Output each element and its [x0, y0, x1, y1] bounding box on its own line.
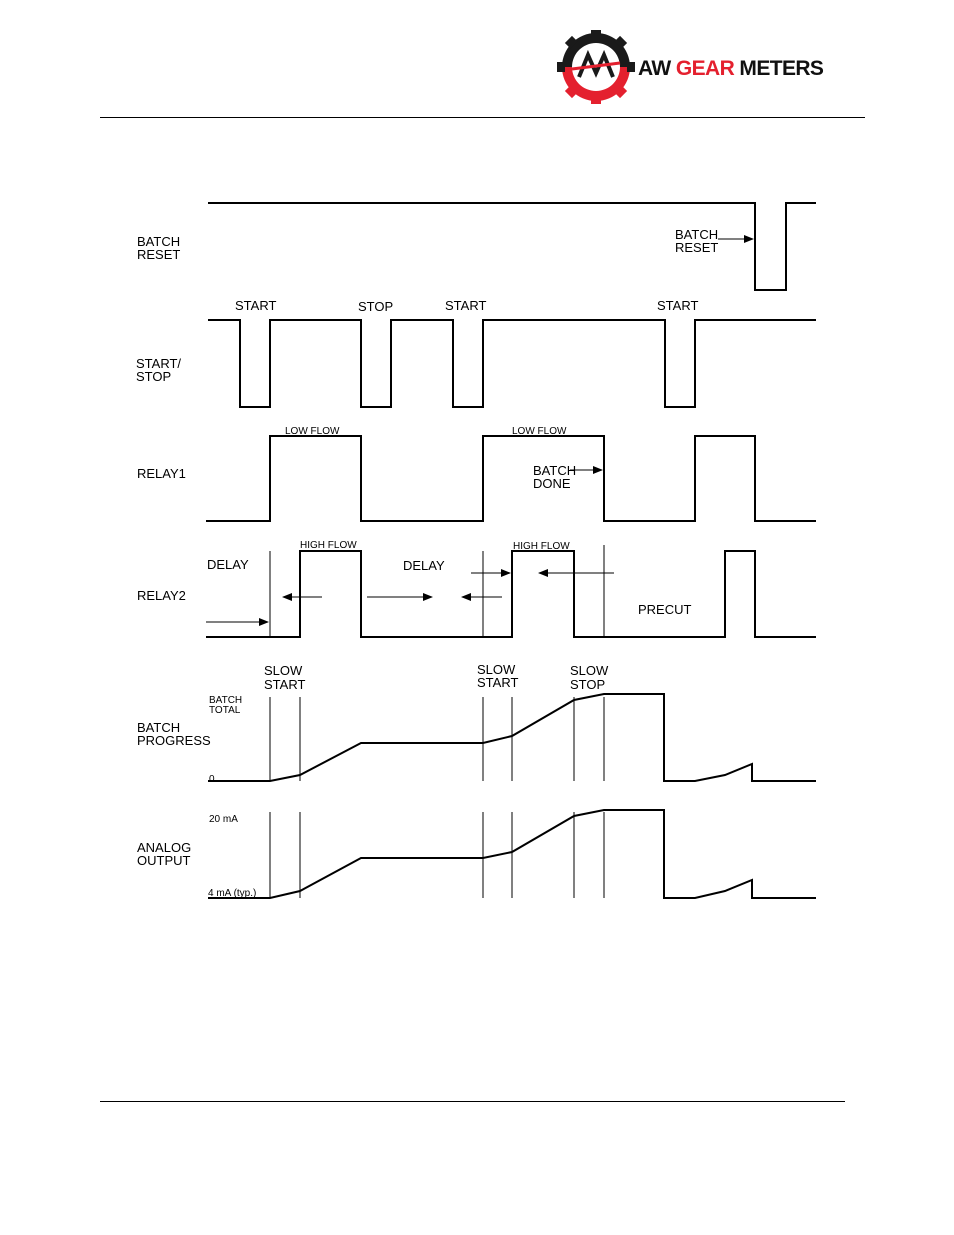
- annot-high-flow-2: HIGH FLOW: [513, 541, 570, 552]
- annot-start-2: START: [445, 298, 486, 313]
- row-label-analog-output-2: OUTPUT: [137, 853, 191, 868]
- annot-high-flow-1: HIGH FLOW: [300, 540, 357, 551]
- row-label-relay1: RELAY1: [137, 466, 186, 481]
- annot-stop: STOP: [358, 299, 393, 314]
- annot-batch-reset-2: RESET: [675, 240, 718, 255]
- annot-delay-1: DELAY: [207, 557, 249, 572]
- annot-low-flow-1: LOW FLOW: [285, 426, 340, 437]
- row-label-batch-progress-2: PROGRESS: [137, 733, 211, 748]
- annot-batch-total-b: TOTAL: [209, 705, 241, 716]
- row-label-start-stop-2: STOP: [136, 369, 171, 384]
- row-label-relay2: RELAY2: [137, 588, 186, 603]
- annot-start-1: START: [235, 298, 276, 313]
- annot-start-3: START: [657, 298, 698, 313]
- annot-low-flow-2: LOW FLOW: [512, 426, 567, 437]
- annot-slow-stop-b: STOP: [570, 677, 605, 692]
- annot-slow-stop-a: SLOW: [570, 663, 609, 678]
- annot-20ma: 20 mA: [209, 814, 238, 825]
- batch-reset-waveform: [208, 203, 816, 290]
- annot-zero: 0: [209, 774, 215, 785]
- row-label-batch-reset-2: RESET: [137, 247, 180, 262]
- start-stop-waveform: [208, 320, 816, 407]
- relay2-waveform: [206, 551, 816, 637]
- annot-4ma: 4 mA (typ.): [208, 888, 256, 899]
- annot-slow-start-1b: START: [264, 677, 305, 692]
- relay1-waveform: [206, 436, 816, 521]
- annot-slow-start-2b: START: [477, 675, 518, 690]
- annot-slow-start-1a: SLOW: [264, 663, 303, 678]
- annot-delay-2: DELAY: [403, 558, 445, 573]
- annot-precut: PRECUT: [638, 602, 692, 617]
- annot-batch-done-2: DONE: [533, 476, 571, 491]
